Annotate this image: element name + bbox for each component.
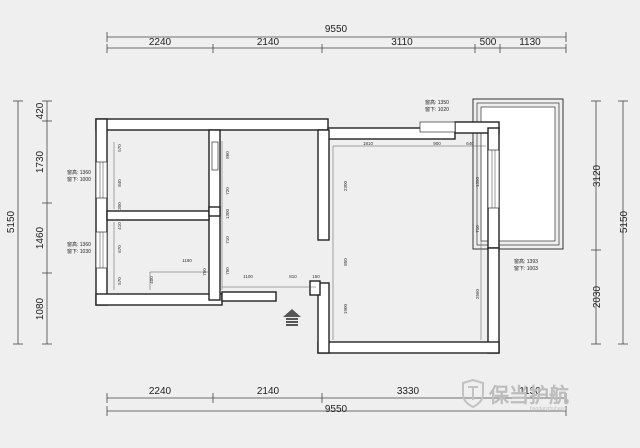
svg-text:640: 640 (466, 141, 474, 146)
left-dimensions: 5150 420 1730 1460 1080 (6, 100, 52, 345)
svg-text:750: 750 (225, 267, 230, 275)
svg-text:窗下: 1030: 窗下: 1030 (67, 248, 91, 255)
window-tag-left-upper: 窗高: 1360 窗下: 1000 (67, 169, 91, 183)
right-seg-2: 2030 (592, 285, 603, 308)
top-seg-5: 1130 (519, 37, 541, 48)
svg-text:840: 840 (117, 179, 122, 187)
left-seg-3: 1460 (35, 226, 46, 249)
walls (95, 118, 500, 354)
svg-text:570: 570 (117, 144, 122, 152)
svg-text:1350: 1350 (475, 176, 480, 187)
interior-dim-labels: 1810 900 640 570 840 300 410 670 570 860… (117, 141, 480, 314)
svg-text:860: 860 (225, 151, 230, 159)
svg-text:400: 400 (149, 276, 154, 284)
svg-text:窗下: 1000: 窗下: 1000 (67, 176, 91, 183)
svg-text:900: 900 (433, 141, 441, 146)
window-tag-left-lower: 窗高: 1360 窗下: 1030 (67, 241, 91, 255)
top-dimensions: 9550 2240 2140 3110 500 1130 (106, 24, 567, 53)
top-seg-2: 2140 (257, 37, 280, 48)
svg-text:窗下: 1003: 窗下: 1003 (514, 265, 538, 272)
top-total-dim: 9550 (325, 24, 348, 35)
right-seg-1: 3120 (592, 164, 603, 187)
window-tag-top-right: 窗高: 1350 窗下: 1020 (425, 99, 449, 113)
windows (95, 121, 500, 269)
svg-text:850: 850 (343, 258, 348, 266)
svg-text:1900: 1900 (343, 303, 348, 314)
shield-logo-icon (462, 378, 484, 409)
svg-text:1810: 1810 (363, 141, 374, 146)
left-total-dim: 5150 (6, 210, 17, 233)
entrance-arrow-icon (283, 309, 301, 326)
window-tag-right-lower: 窗高: 1393 窗下: 1003 (514, 258, 538, 272)
top-seg-3: 3110 (391, 37, 413, 48)
watermark-brand: 保当护航 (488, 383, 569, 407)
svg-text:720: 720 (225, 187, 230, 195)
right-dimensions: 3120 2030 5150 (591, 100, 630, 345)
bottom-seg-4: 1130 (519, 386, 541, 397)
top-seg-1: 2240 (149, 37, 172, 48)
svg-text:150: 150 (312, 274, 320, 279)
svg-text:710: 710 (225, 236, 230, 244)
svg-text:810: 810 (289, 274, 297, 279)
svg-text:窗高: 1360: 窗高: 1360 (67, 169, 91, 176)
svg-text:750: 750 (202, 268, 207, 276)
svg-text:窗高: 1360: 窗高: 1360 (67, 241, 91, 248)
top-seg-4: 500 (480, 37, 497, 48)
svg-text:1100: 1100 (243, 274, 253, 279)
bottom-seg-1: 2240 (149, 386, 172, 397)
interior-dimensions (113, 141, 486, 340)
watermark-sub: baodanghuhang (530, 406, 566, 412)
svg-text:2300: 2300 (343, 180, 348, 191)
svg-text:570: 570 (117, 277, 122, 285)
svg-text:窗高: 1350: 窗高: 1350 (425, 99, 449, 106)
svg-text:1180: 1180 (182, 258, 192, 263)
watermark: 保当护航 baodanghuhang (462, 378, 569, 412)
svg-text:710: 710 (475, 225, 480, 233)
svg-text:410: 410 (117, 222, 122, 230)
svg-text:1300: 1300 (225, 208, 230, 219)
svg-text:300: 300 (117, 202, 122, 210)
bottom-total-dim: 9550 (325, 404, 348, 415)
left-seg-2: 1730 (35, 150, 46, 173)
left-seg-1: 420 (35, 102, 46, 119)
svg-text:窗高: 1393: 窗高: 1393 (514, 258, 538, 265)
svg-text:窗下: 1020: 窗下: 1020 (425, 106, 449, 113)
bottom-seg-3: 3330 (397, 386, 420, 397)
svg-text:670: 670 (117, 245, 122, 253)
left-seg-4: 1080 (35, 297, 46, 320)
svg-text:2560: 2560 (475, 288, 480, 299)
bottom-seg-2: 2140 (257, 386, 280, 397)
bottom-dimensions: 2240 2140 3330 1130 9550 (106, 386, 567, 416)
right-total-dim: 5150 (619, 210, 630, 233)
